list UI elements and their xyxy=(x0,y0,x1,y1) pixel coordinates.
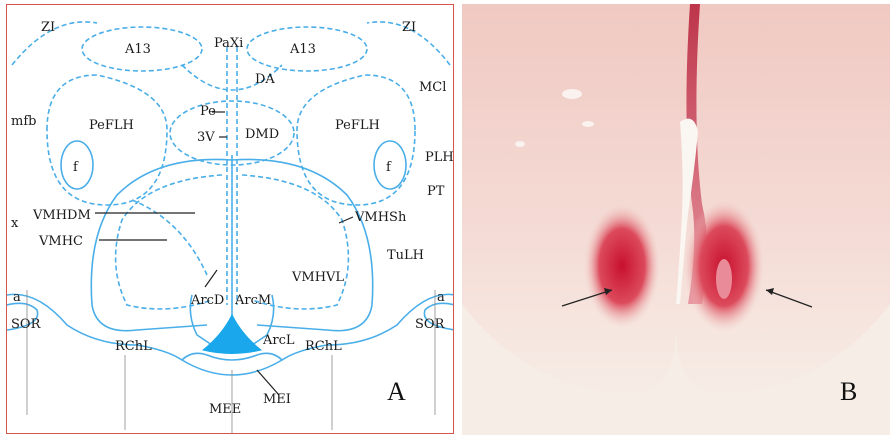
label-mei: MEI xyxy=(263,392,291,407)
label-plh: PLH xyxy=(425,150,454,165)
label-a-left: a xyxy=(13,290,21,305)
label-tulh: TuLH xyxy=(387,248,424,263)
label-mfb: mfb xyxy=(11,114,36,129)
panel-a-letter: A xyxy=(387,377,406,406)
panel-b-letter: B xyxy=(840,377,857,406)
label-vmhc: VMHC xyxy=(38,234,83,249)
label-f-left: f xyxy=(73,160,79,175)
label-pefl-left: PeFLH xyxy=(89,118,134,133)
label-arcd: ArcD xyxy=(190,293,224,308)
arcd-leader xyxy=(205,270,217,287)
label-mee: MEE xyxy=(209,402,241,417)
vmh-inner-left xyxy=(116,175,222,309)
label-pefl-right: PeFLH xyxy=(335,118,380,133)
label-pe: Pe xyxy=(200,104,216,119)
label-f-right: f xyxy=(386,160,392,175)
vessel-3 xyxy=(515,141,525,147)
vmh-inner-right xyxy=(242,175,348,309)
left-stained-nucleus xyxy=(584,204,660,328)
micrograph: B xyxy=(462,4,890,435)
label-arcl: ArcL xyxy=(262,333,295,348)
label-rchl-left: RChL xyxy=(115,339,152,354)
label-a13-right: A13 xyxy=(289,42,316,57)
label-sor-left: SOR xyxy=(11,317,42,332)
label-sor-right: SOR xyxy=(415,317,446,332)
pefl-left-region xyxy=(47,75,167,205)
median-eminence xyxy=(203,315,261,354)
label-a-right: a xyxy=(437,290,445,305)
label-vmhvl: VMHVL xyxy=(291,270,344,285)
label-zi-right: ZI xyxy=(402,20,416,35)
vmhc-division xyxy=(132,200,207,275)
micrograph-panel: B xyxy=(462,4,890,435)
label-vmhdm: VMHDM xyxy=(32,208,91,223)
atlas-diagram-panel: ZI ZI A13 A13 PaXi DA MCl mfb PeFLH PeFL… xyxy=(6,4,454,434)
label-3v: 3V xyxy=(197,130,215,145)
atlas-diagram: ZI ZI A13 A13 PaXi DA MCl mfb PeFLH PeFL… xyxy=(7,5,454,434)
label-mcl: MCl xyxy=(419,80,446,95)
label-rchl-right: RChL xyxy=(305,339,342,354)
label-zi-left: ZI xyxy=(41,20,55,35)
vessel-2 xyxy=(582,121,594,127)
label-a13-left: A13 xyxy=(124,42,151,57)
label-arcm: ArcM xyxy=(234,293,271,308)
label-dmd: DMD xyxy=(245,127,279,142)
vessel-1 xyxy=(562,89,582,99)
label-pt: PT xyxy=(427,184,445,199)
label-vmhsh: VMHSh xyxy=(354,210,407,225)
label-da: DA xyxy=(255,72,275,87)
right-nucleus-core xyxy=(716,259,732,299)
label-x: x xyxy=(11,216,19,231)
label-paxi: PaXi xyxy=(214,36,243,51)
